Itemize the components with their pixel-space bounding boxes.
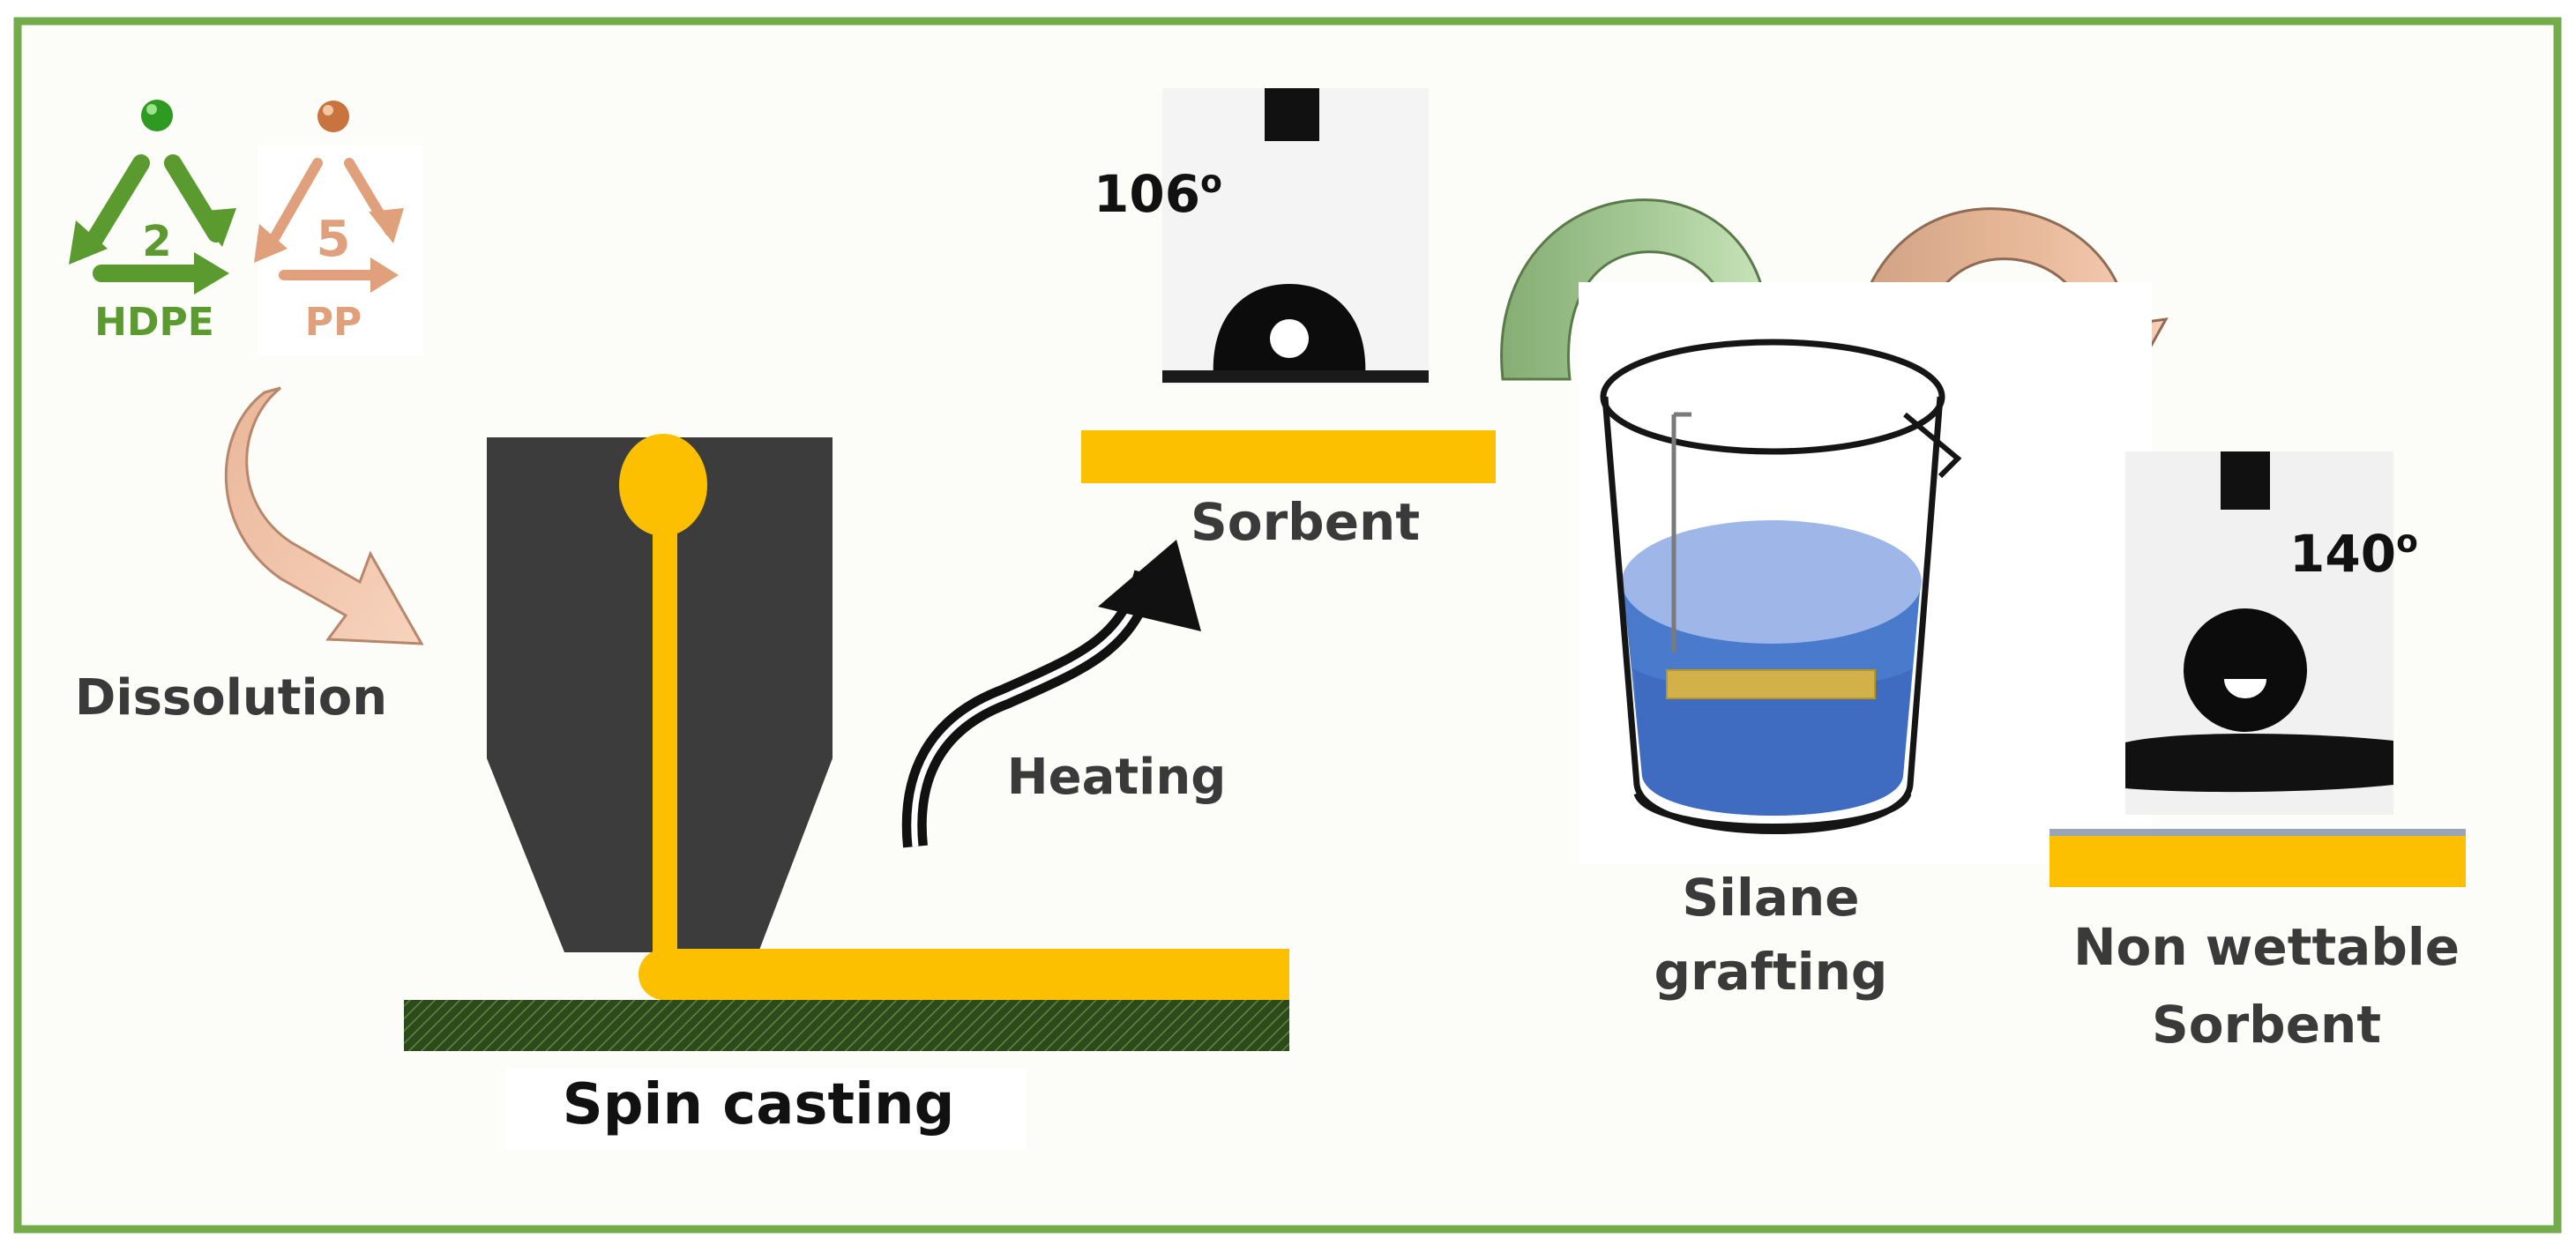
pp-dot (317, 101, 349, 132)
substrate (404, 1000, 1289, 1051)
contact-angle-106: 106o (1094, 164, 1222, 224)
hdpe-dot (141, 100, 173, 131)
pp-number: 5 (317, 211, 351, 268)
beaker (1579, 282, 2152, 864)
dissolution-arrow (224, 386, 424, 645)
pp-label: PP (305, 300, 362, 345)
heating-arrow (901, 540, 1201, 848)
recycle-code-hdpe: 2 HDPE (69, 100, 236, 345)
polymer-stream (653, 520, 677, 961)
droplet-image-140 (2125, 451, 2393, 815)
nonwet-label-line2: Sorbent (2152, 995, 2381, 1055)
coating-layer (2050, 829, 2466, 836)
spin-casting-label: Spin casting (563, 1072, 955, 1137)
nonwettable-sorbent-strip (2050, 836, 2466, 887)
heating-label: Heating (1007, 749, 1227, 806)
sorbent-label: Sorbent (1191, 492, 1420, 552)
polymer-drop (619, 434, 707, 536)
recycle-code-pp: 5 PP (254, 101, 423, 356)
silane-label-line1: Silane (1682, 868, 1859, 928)
hdpe-label: HDPE (94, 300, 214, 345)
droplet-image-106 (1162, 88, 1429, 384)
dissolution-label: Dissolution (75, 669, 387, 727)
silane-label-line2: grafting (1654, 942, 1888, 1002)
sorbent-strip (1081, 430, 1496, 483)
hdpe-number: 2 (142, 217, 171, 266)
nonwet-label-line1: Non wettable (2073, 917, 2460, 977)
spin-casting-apparatus: Spin casting (404, 434, 1289, 1150)
contact-angle-140: 140o (2289, 524, 2418, 584)
immersed-sorbent (1666, 669, 1876, 699)
